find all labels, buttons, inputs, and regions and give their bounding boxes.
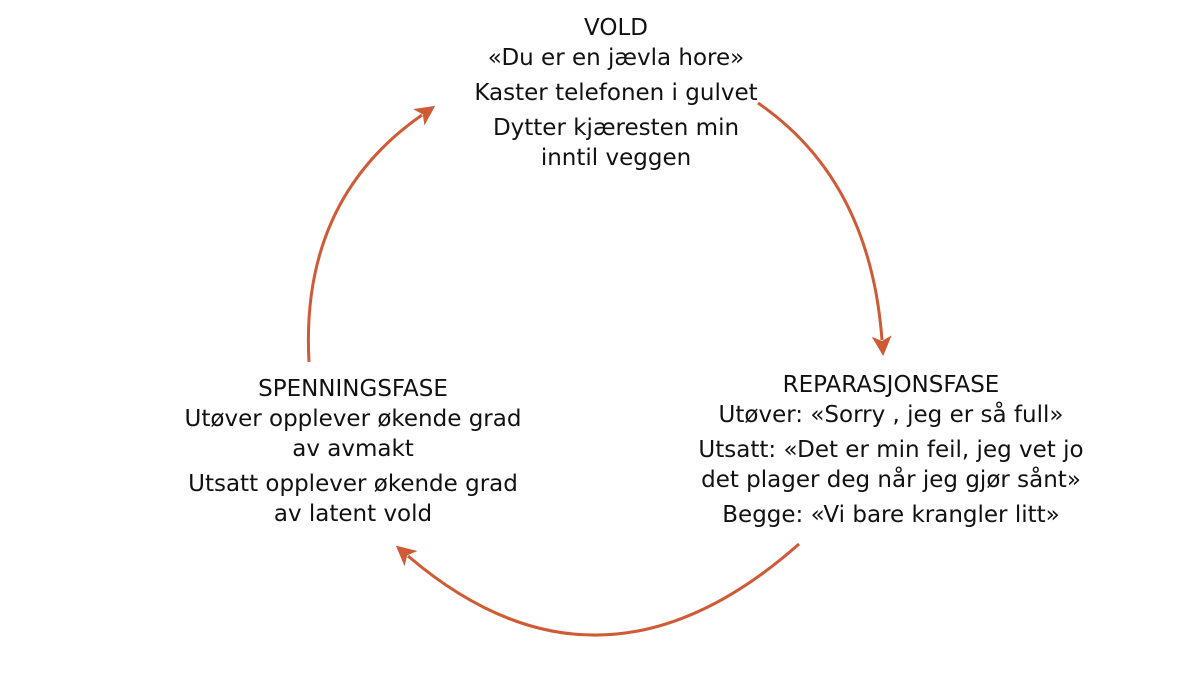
phase-spenning-line-2: av avmakt	[292, 436, 414, 462]
phase-vold-title: VOLD	[584, 15, 648, 41]
phase-spenning-line-4: av latent vold	[273, 501, 433, 527]
phase-vold-line-3: Dytter kjæresten min	[492, 115, 740, 141]
phase-reparasjon-line-2: Utsatt: «Det er min feil, jeg vet jo	[698, 437, 1084, 463]
phase-vold-line-2: Kaster telefonen i gulvet	[474, 80, 758, 106]
phase-vold-line-1: «Du er en jævla hore»	[487, 45, 745, 71]
phase-reparasjon-line-4: Begge: «Vi bare krangler litt»	[722, 502, 1060, 528]
phase-reparasjon: REPARASJONSFASE Utøver: «Sorry , jeg er …	[641, 370, 1141, 530]
phase-spenning-line-1: Utøver opplever økende grad	[184, 406, 522, 432]
phase-spenning-title: SPENNINGSFASE	[258, 376, 448, 402]
phase-reparasjon-title: REPARASJONSFASE	[782, 372, 1000, 398]
phase-spenning: SPENNINGSFASE Utøver opplever økende gra…	[153, 374, 553, 529]
arrow-vold-to-reparasjon	[757, 101, 892, 356]
arrow-reparasjon-to-spenning	[395, 542, 800, 637]
arrow-spenning-to-vold	[306, 105, 436, 363]
phase-reparasjon-line-3: det plager deg når jeg gjør sånt»	[701, 467, 1081, 493]
phase-vold-line-4: inntil veggen	[540, 145, 692, 171]
phase-spenning-line-3: Utsatt opplever økende grad	[188, 471, 518, 497]
phase-reparasjon-line-1: Utøver: «Sorry , jeg er så full»	[718, 402, 1064, 428]
phase-vold: VOLD «Du er en jævla hore» Kaster telefo…	[416, 13, 816, 173]
